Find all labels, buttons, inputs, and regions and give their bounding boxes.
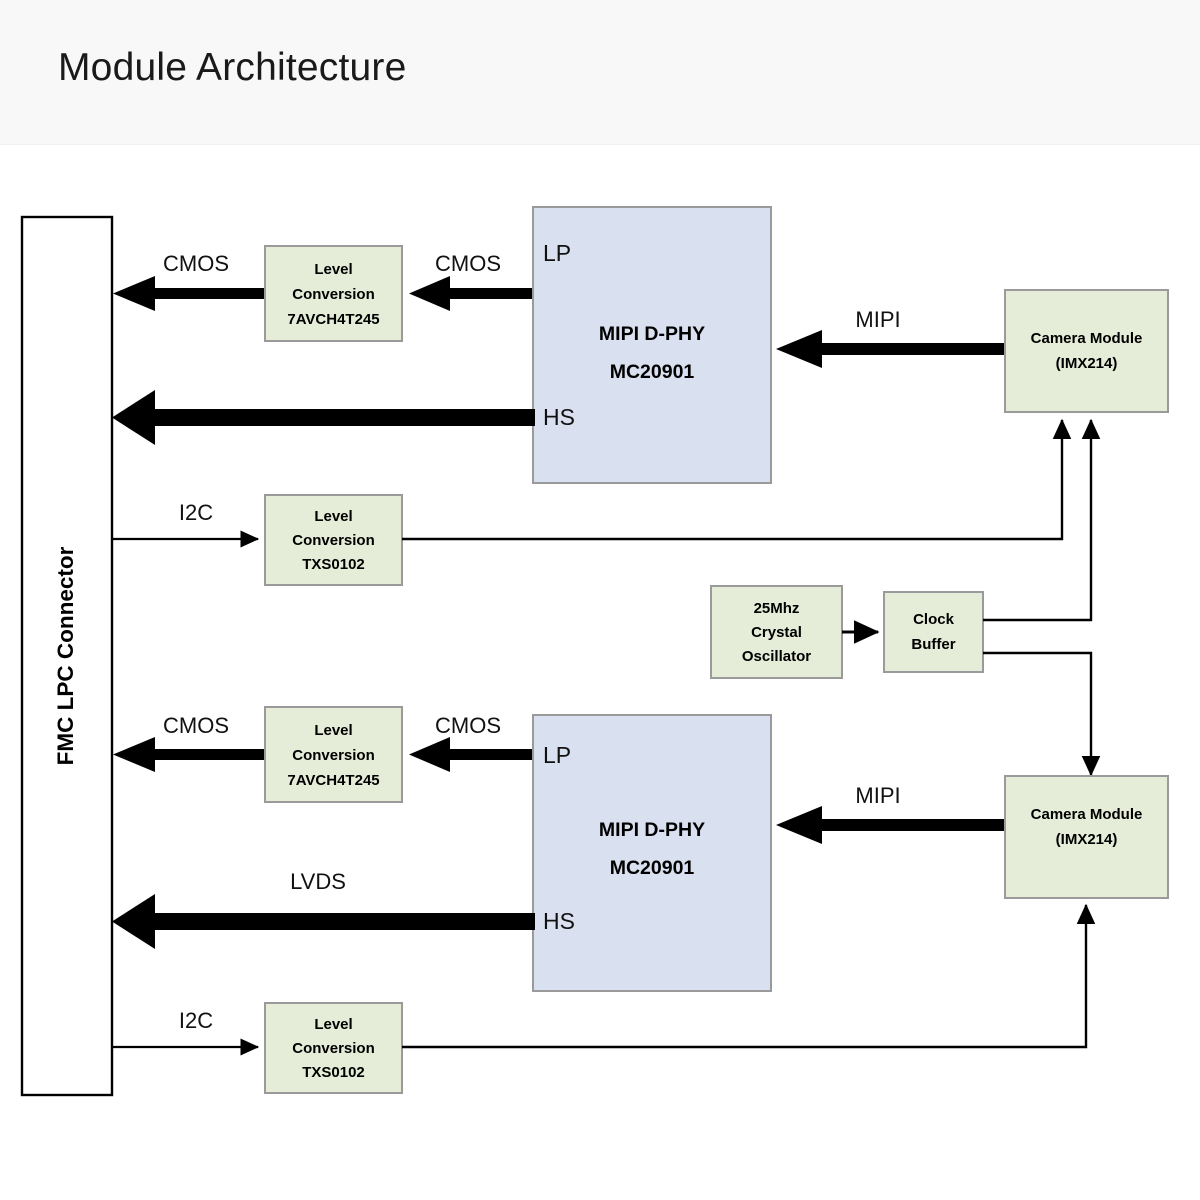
level-conversion-7avch4t245-bottom [264,706,403,803]
i2c-conv-top-line1: Level [314,508,352,525]
level-conv-top-line3: 7AVCH4T245 [287,311,379,328]
mipi-bot-line2: MC20901 [610,857,695,879]
arrow-cmos-bottom-right [409,737,535,772]
arrow-mipi-bottom [776,806,1006,844]
header-band [0,0,1200,145]
level-conversion-txs0102-top [264,494,403,586]
i2c-conv-bot-line3: TXS0102 [302,1064,365,1081]
signal-label-cmos-bottom-left: CMOS [163,713,229,738]
signal-label-cmos-top-left: CMOS [163,251,229,276]
crystal-oscillator [710,585,843,679]
fmc-lpc-connector-label: FMC LPC Connector [53,546,78,765]
arrow-mipi-top [776,330,1006,368]
camera-bot-line1: Camera Module [1031,806,1143,823]
signal-label-i2c-bottom: I2C [179,1008,213,1033]
arrow-cmos-top-left [113,276,265,311]
arrow-hs-bottom-lvds [112,894,535,949]
osc-line3: Oscillator [742,648,811,665]
port-label-lp-bottom: LP [543,742,571,768]
mipi-dphy-mc20901-top [532,206,772,484]
i2c-conv-bot-line2: Conversion [292,1040,375,1057]
mipi-top-line1: MIPI D-PHY [599,323,705,345]
line-i2c-top-to-camera [402,418,1072,541]
line-clock-to-camera-bottom [983,651,1101,777]
signal-label-i2c-top: I2C [179,500,213,525]
line-clock-to-camera-top [983,418,1101,622]
port-label-hs-top: HS [543,404,575,430]
signal-label-cmos-top-right: CMOS [435,251,501,276]
clkbuf-line1: Clock [913,611,955,628]
fmc-lpc-connector [20,215,114,1097]
level-conv-bot-line1: Level [314,722,352,739]
module-architecture-diagram: FMC LPC Connector CMOS Level Conversion … [0,145,1200,1200]
mipi-top-line2: MC20901 [610,361,695,383]
level-conv-bot-line2: Conversion [292,747,375,764]
i2c-conv-top-line3: TXS0102 [302,556,365,573]
camera-top-line1: Camera Module [1031,330,1143,347]
camera-bot-line2: (IMX214) [1056,831,1118,848]
page-title: Module Architecture [58,46,407,89]
mipi-dphy-mc20901-bottom [532,714,772,992]
camera-top-line2: (IMX214) [1056,355,1118,372]
level-conv-bot-line3: 7AVCH4T245 [287,772,379,789]
arrow-hs-top [112,390,535,445]
camera-module-imx214-bottom [1004,775,1169,899]
signal-label-lvds-bottom: LVDS [290,869,346,894]
arrow-cmos-top-right [409,276,535,311]
level-conv-top-line1: Level [314,261,352,278]
i2c-conv-bot-line1: Level [314,1016,352,1033]
line-i2c-bottom-to-camera [402,903,1096,1049]
clkbuf-line2: Buffer [911,636,955,653]
osc-line1: 25Mhz [754,600,800,617]
i2c-conv-top-line2: Conversion [292,532,375,549]
level-conv-top-line2: Conversion [292,286,375,303]
signal-label-mipi-top: MIPI [855,307,900,332]
level-conversion-txs0102-bottom [264,1002,403,1094]
osc-line2: Crystal [751,624,802,641]
clock-buffer [883,591,984,673]
arrow-cmos-bottom-left [113,737,265,772]
camera-module-imx214-top [1004,289,1169,413]
port-label-hs-bottom: HS [543,908,575,934]
signal-label-mipi-bottom: MIPI [855,783,900,808]
signal-label-cmos-bottom-right: CMOS [435,713,501,738]
level-conversion-7avch4t245-top [264,245,403,342]
port-label-lp-top: LP [543,240,571,266]
mipi-bot-line1: MIPI D-PHY [599,819,705,841]
diagram-canvas: FMC LPC Connector CMOS Level Conversion … [20,206,1169,1097]
